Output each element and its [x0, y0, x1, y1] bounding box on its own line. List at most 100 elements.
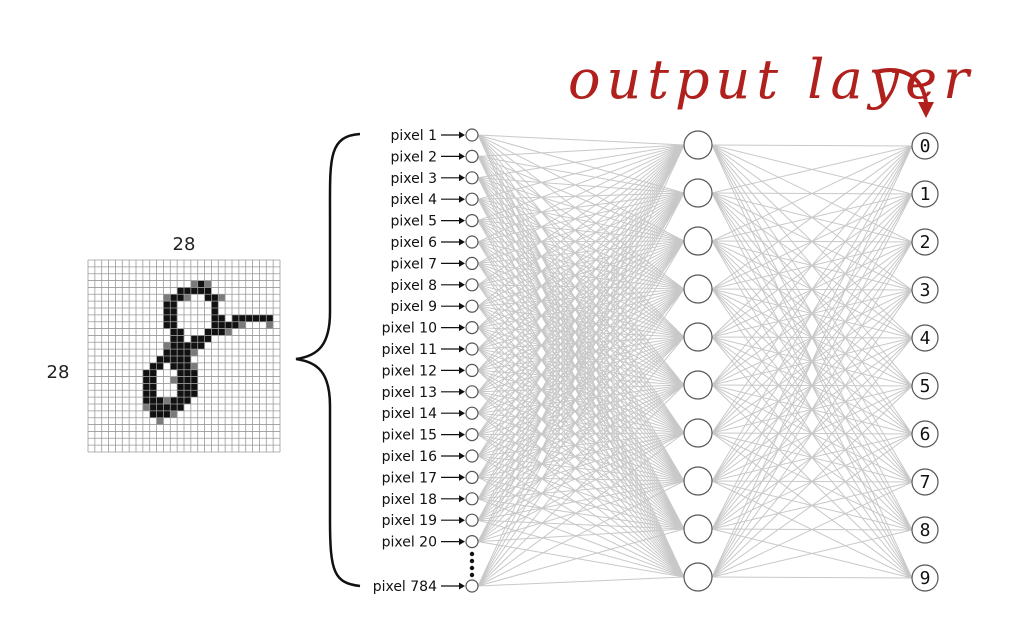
input-brace — [295, 132, 361, 588]
edge-input-hidden — [477, 240, 685, 329]
edge-input-hidden — [477, 336, 685, 436]
image-pixel-dark — [170, 301, 178, 308]
image-pixel-dark — [149, 369, 157, 377]
edge-input-hidden — [477, 434, 685, 530]
edge-input-hidden — [477, 336, 685, 587]
edge-input-hidden — [477, 240, 685, 414]
output-node — [911, 180, 939, 208]
image-pixel-dark — [204, 294, 212, 302]
input-pixel-label: pixel 18 — [382, 492, 437, 508]
edge-input-hidden — [477, 192, 685, 435]
edge-hidden-output — [711, 433, 913, 578]
edge-input-hidden — [477, 198, 685, 290]
edge-hidden-output — [711, 145, 913, 242]
input-arrowhead — [459, 195, 465, 203]
image-pixel-dark — [170, 314, 178, 322]
image-pixel-dark — [142, 390, 150, 398]
output-node — [911, 132, 939, 160]
input-node — [465, 128, 479, 142]
image-pixel-dark — [184, 342, 191, 350]
edge-input-hidden — [477, 498, 685, 530]
image-pixel-dark — [184, 349, 191, 356]
edge-input-hidden — [477, 370, 685, 530]
image-pixel-dark — [163, 314, 171, 322]
edge-input-hidden — [477, 432, 685, 457]
image-pixel-dark — [170, 349, 178, 356]
image-pixel-dark — [232, 314, 239, 322]
image-pixel-dark — [156, 410, 164, 418]
image-pixel-dark — [170, 335, 178, 343]
image-pixel-dark — [184, 390, 191, 398]
edge-hidden-output — [711, 145, 913, 530]
edge-input-hidden — [477, 192, 685, 414]
input-arrowhead — [459, 538, 465, 546]
edge-input-hidden — [477, 288, 685, 414]
edge-input-hidden — [477, 144, 685, 393]
edge-input-hidden — [477, 144, 685, 587]
edge-input-hidden — [477, 240, 685, 500]
input-node — [465, 342, 479, 356]
edge-input-hidden — [477, 240, 685, 435]
input-arrowhead — [459, 516, 465, 524]
edge-input-hidden — [477, 384, 685, 500]
input-pixel-label: pixel 20 — [382, 535, 437, 551]
image-pixel-dark — [211, 294, 219, 302]
input-pixel-label: pixel 17 — [382, 470, 437, 486]
edge-input-hidden — [477, 384, 685, 587]
edge-input-hidden — [477, 369, 685, 482]
edge-input-hidden — [477, 144, 685, 200]
edge-hidden-output — [711, 145, 913, 386]
edge-input-hidden — [477, 288, 685, 393]
image-pixel-dark — [156, 397, 164, 404]
edge-input-hidden — [477, 384, 685, 436]
input-pixel-label: pixel 12 — [382, 363, 437, 379]
edge-input-hidden — [477, 432, 685, 478]
input-pixel-label: pixel 15 — [382, 428, 437, 444]
image-pixel-dark — [211, 308, 219, 315]
edge-input-hidden — [477, 155, 685, 242]
image-pixel-dark — [149, 383, 157, 391]
ellipsis-dot — [469, 551, 475, 557]
edge-hidden-output — [711, 289, 913, 578]
edge-input-hidden — [477, 476, 685, 482]
image-pixel-dark — [177, 335, 184, 343]
edge-hidden-output — [711, 193, 913, 578]
image-pixel-dark — [177, 390, 184, 398]
image-pixel-dark — [163, 308, 171, 315]
edge-input-hidden — [477, 155, 685, 290]
edge-input-hidden — [477, 192, 685, 329]
input-node — [465, 534, 479, 549]
input-arrowhead — [459, 582, 465, 590]
edge-input-hidden — [477, 192, 685, 521]
edge-input-hidden — [477, 434, 685, 482]
image-pixel-dark — [163, 321, 171, 329]
input-node — [465, 321, 479, 335]
edge-input-hidden — [477, 144, 685, 179]
image-pixel-dark — [170, 356, 178, 363]
edge-input-hidden — [477, 134, 685, 194]
hidden-node — [683, 370, 713, 400]
edge-hidden-output — [711, 241, 913, 578]
edge-hidden-output — [711, 144, 913, 147]
image-pixel-gray — [163, 342, 171, 350]
image-pixel-dark — [211, 301, 219, 308]
input-arrowhead — [459, 452, 465, 460]
edge-input-hidden — [477, 336, 685, 521]
input-pixel-label: pixel 5 — [391, 214, 438, 230]
input-node — [465, 192, 479, 206]
edge-input-hidden — [477, 144, 685, 264]
image-pixel-gray — [156, 417, 164, 425]
output-node — [911, 564, 939, 592]
connection-edges — [477, 134, 913, 587]
image-pixel-dark — [211, 328, 219, 336]
image-pixel-dark — [184, 383, 191, 391]
edge-input-hidden — [477, 455, 685, 482]
edge-hidden-output — [711, 145, 913, 434]
input-node — [465, 492, 479, 506]
edge-input-hidden — [477, 144, 685, 457]
output-node-label: 8 — [920, 520, 931, 541]
edge-input-hidden — [477, 384, 685, 478]
hidden-node — [683, 466, 713, 496]
image-pixel-dark — [149, 410, 157, 418]
